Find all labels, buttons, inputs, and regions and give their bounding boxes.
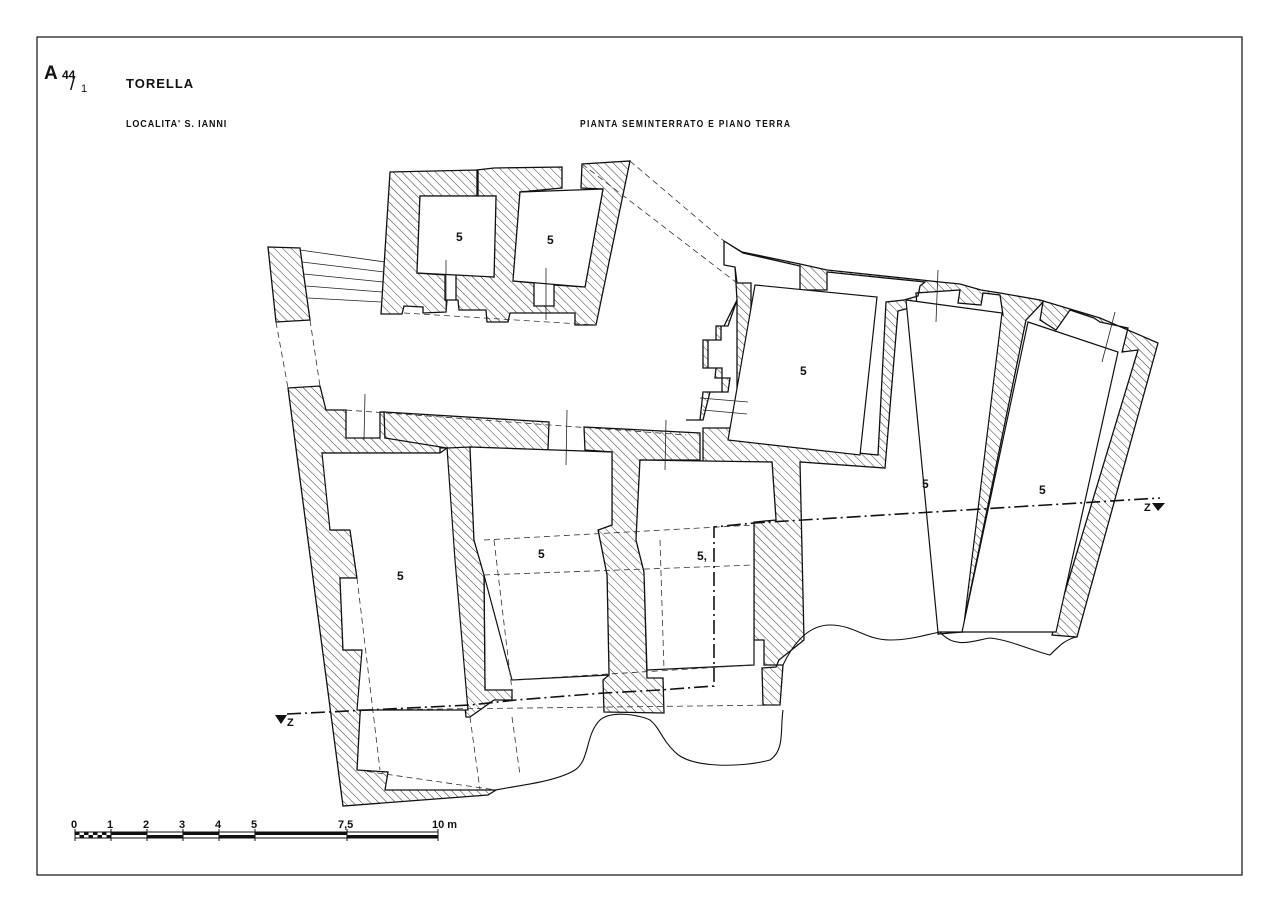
sheet-code-letter: A [44,63,59,84]
room-north-right-outline [512,188,604,288]
dashed-lines [275,160,781,791]
sheet-border [36,36,1243,876]
ground-profile [495,624,1077,791]
sheet-code-fraction: 1 [81,83,88,95]
section-marker-right-label: Z [1144,502,1151,514]
room-label-east-1: 5 [922,477,929,491]
plan-outlines [321,188,1119,711]
scale-tick-5: 5 [251,819,257,831]
room-label-east-2: 5 [1039,483,1046,497]
room-label-west-long: 5 [397,569,404,583]
section-line: Z Z [275,497,1165,729]
section-marker-left-label: Z [287,717,294,729]
room-center-left-outline [469,446,613,681]
room-east-2-outline [961,321,1119,633]
wall-east-center [686,239,1159,706]
room-label-east-square: 5 [800,364,807,378]
section-marker-left-arrow [275,715,287,724]
sheet-subtitle: PIANTA SEMINTERRATO E PIANO TERRA [580,119,792,130]
scale-tick-3: 3 [179,819,185,831]
room-north-left-outline [416,195,497,278]
sheet-code-slash: / [70,74,76,95]
scale-tick-4: 4 [215,819,222,831]
scale-tick-2: 2 [143,819,149,831]
room-west-long-outline [321,446,469,711]
room-east-square-outline [727,284,878,456]
sheet-title: TORELLA [126,76,195,91]
room-label-center-left: 5 [538,547,545,561]
room-labels: 5 5 5 5 5 5, 5 5 [397,230,1046,583]
scale-tick-10: 10 m [432,819,457,831]
section-marker-right-arrow [1152,503,1165,511]
room-label-north-left: 5 [456,230,463,244]
scale-bar: 0 1 2 3 4 5 7,5 10 m [71,819,457,841]
sheet-location: LOCALITA' S. IANNI [126,119,228,130]
scale-tick-0: 0 [71,819,77,831]
sheet-code-number: 44 [62,68,76,82]
opening-lines [363,260,1116,471]
scale-tick-7-5: 7,5 [338,819,353,831]
room-label-north-right: 5 [547,233,554,247]
room-label-center-right: 5, [697,549,707,563]
wall-stair-stub [267,246,311,323]
scale-tick-1: 1 [107,819,113,831]
stair-lines [299,249,386,303]
